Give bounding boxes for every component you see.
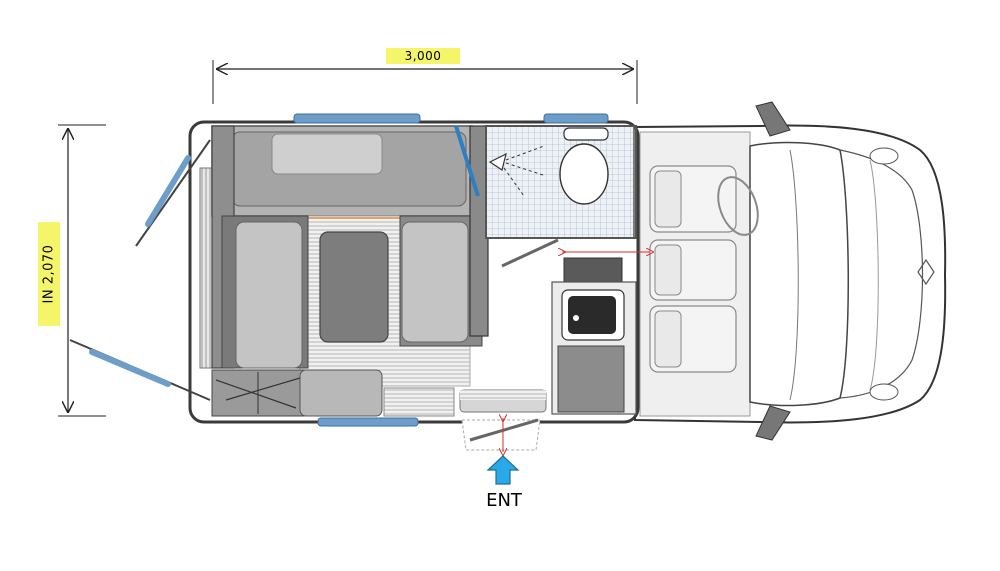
height-dimension-text: IN 2,070 xyxy=(41,244,57,304)
rear-wall-panel xyxy=(199,167,213,369)
width-dimension-line xyxy=(212,60,638,104)
height-dimension-line xyxy=(58,124,106,417)
shower-head-icon xyxy=(488,145,547,197)
sink-icon xyxy=(561,289,625,341)
washroom-partition xyxy=(501,238,559,268)
rear-door-left[interactable] xyxy=(135,139,211,247)
window-top-right xyxy=(543,113,609,124)
dinette-seat-left xyxy=(221,215,309,369)
arrow-up-icon xyxy=(486,455,520,485)
rear-storage-unit xyxy=(211,369,455,417)
width-dimension-label: 3,000 xyxy=(386,48,460,64)
washroom xyxy=(485,125,637,239)
washroom-door[interactable] xyxy=(454,125,480,197)
window-bottom xyxy=(317,417,419,427)
dinette-table xyxy=(319,231,389,343)
window-top-left xyxy=(293,113,421,124)
toilet-icon xyxy=(559,127,609,205)
rear-door-right[interactable] xyxy=(69,339,211,401)
vehicle-cab xyxy=(634,101,947,441)
entry-step xyxy=(459,389,547,452)
height-dimension-label: IN 2,070 xyxy=(38,222,60,326)
upper-bench xyxy=(211,125,473,217)
entry-label: ENT xyxy=(486,490,522,511)
hob xyxy=(563,257,623,283)
